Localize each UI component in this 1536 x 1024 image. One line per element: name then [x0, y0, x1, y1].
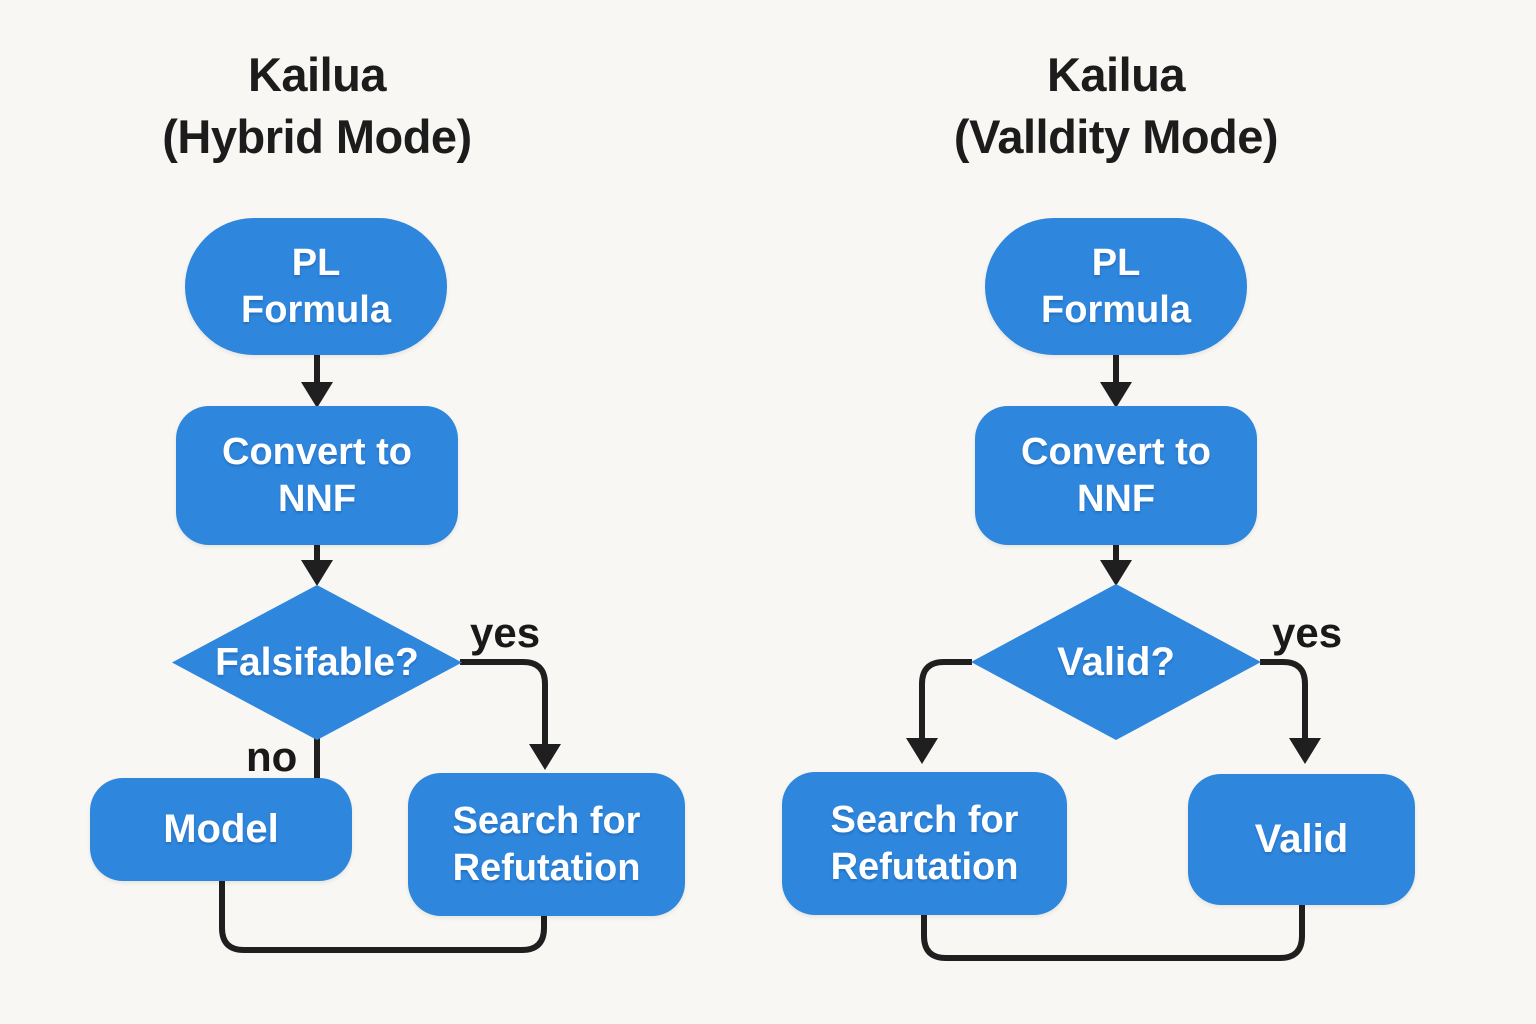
edge-validity-yes: [1260, 659, 1308, 740]
edge-hybrid-yes: [460, 659, 548, 746]
hybrid-no-label: no: [246, 733, 298, 780]
arrowhead-hybrid-start-convert: [301, 382, 333, 408]
validity-decision-node: Valid?: [971, 584, 1261, 740]
validity-yes-label: yes: [1272, 609, 1343, 656]
hybrid-title: Kailua (Hybrid Mode): [162, 48, 472, 164]
validity-title: Kailua (Valldity Mode): [953, 48, 1279, 164]
hybrid-start-node: PL Formula: [185, 218, 447, 355]
edge-validity-no: [919, 659, 972, 740]
arrowhead-validity-no: [906, 738, 938, 764]
arrowhead-validity-start-convert: [1100, 382, 1132, 408]
arrowhead-hybrid-yes: [529, 744, 561, 770]
arrowhead-validity-convert-decision: [1100, 560, 1132, 586]
hybrid-convert-node: Convert to NNF: [176, 406, 458, 545]
hybrid-decision-node: Falsifable?: [172, 585, 462, 740]
arrowhead-validity-yes: [1289, 738, 1321, 764]
hybrid-yes-label: yes: [470, 609, 541, 656]
arrowhead-hybrid-convert-decision: [301, 560, 333, 586]
validity-convert-node: Convert to NNF: [975, 406, 1257, 545]
hybrid-model-node: Model: [90, 778, 352, 881]
validity-start-node: PL Formula: [985, 218, 1247, 355]
validity-valid-node: Valid: [1188, 774, 1415, 905]
validity-search-node: Search for Refutation: [782, 772, 1067, 915]
hybrid-search-node: Search for Refutation: [408, 773, 685, 916]
